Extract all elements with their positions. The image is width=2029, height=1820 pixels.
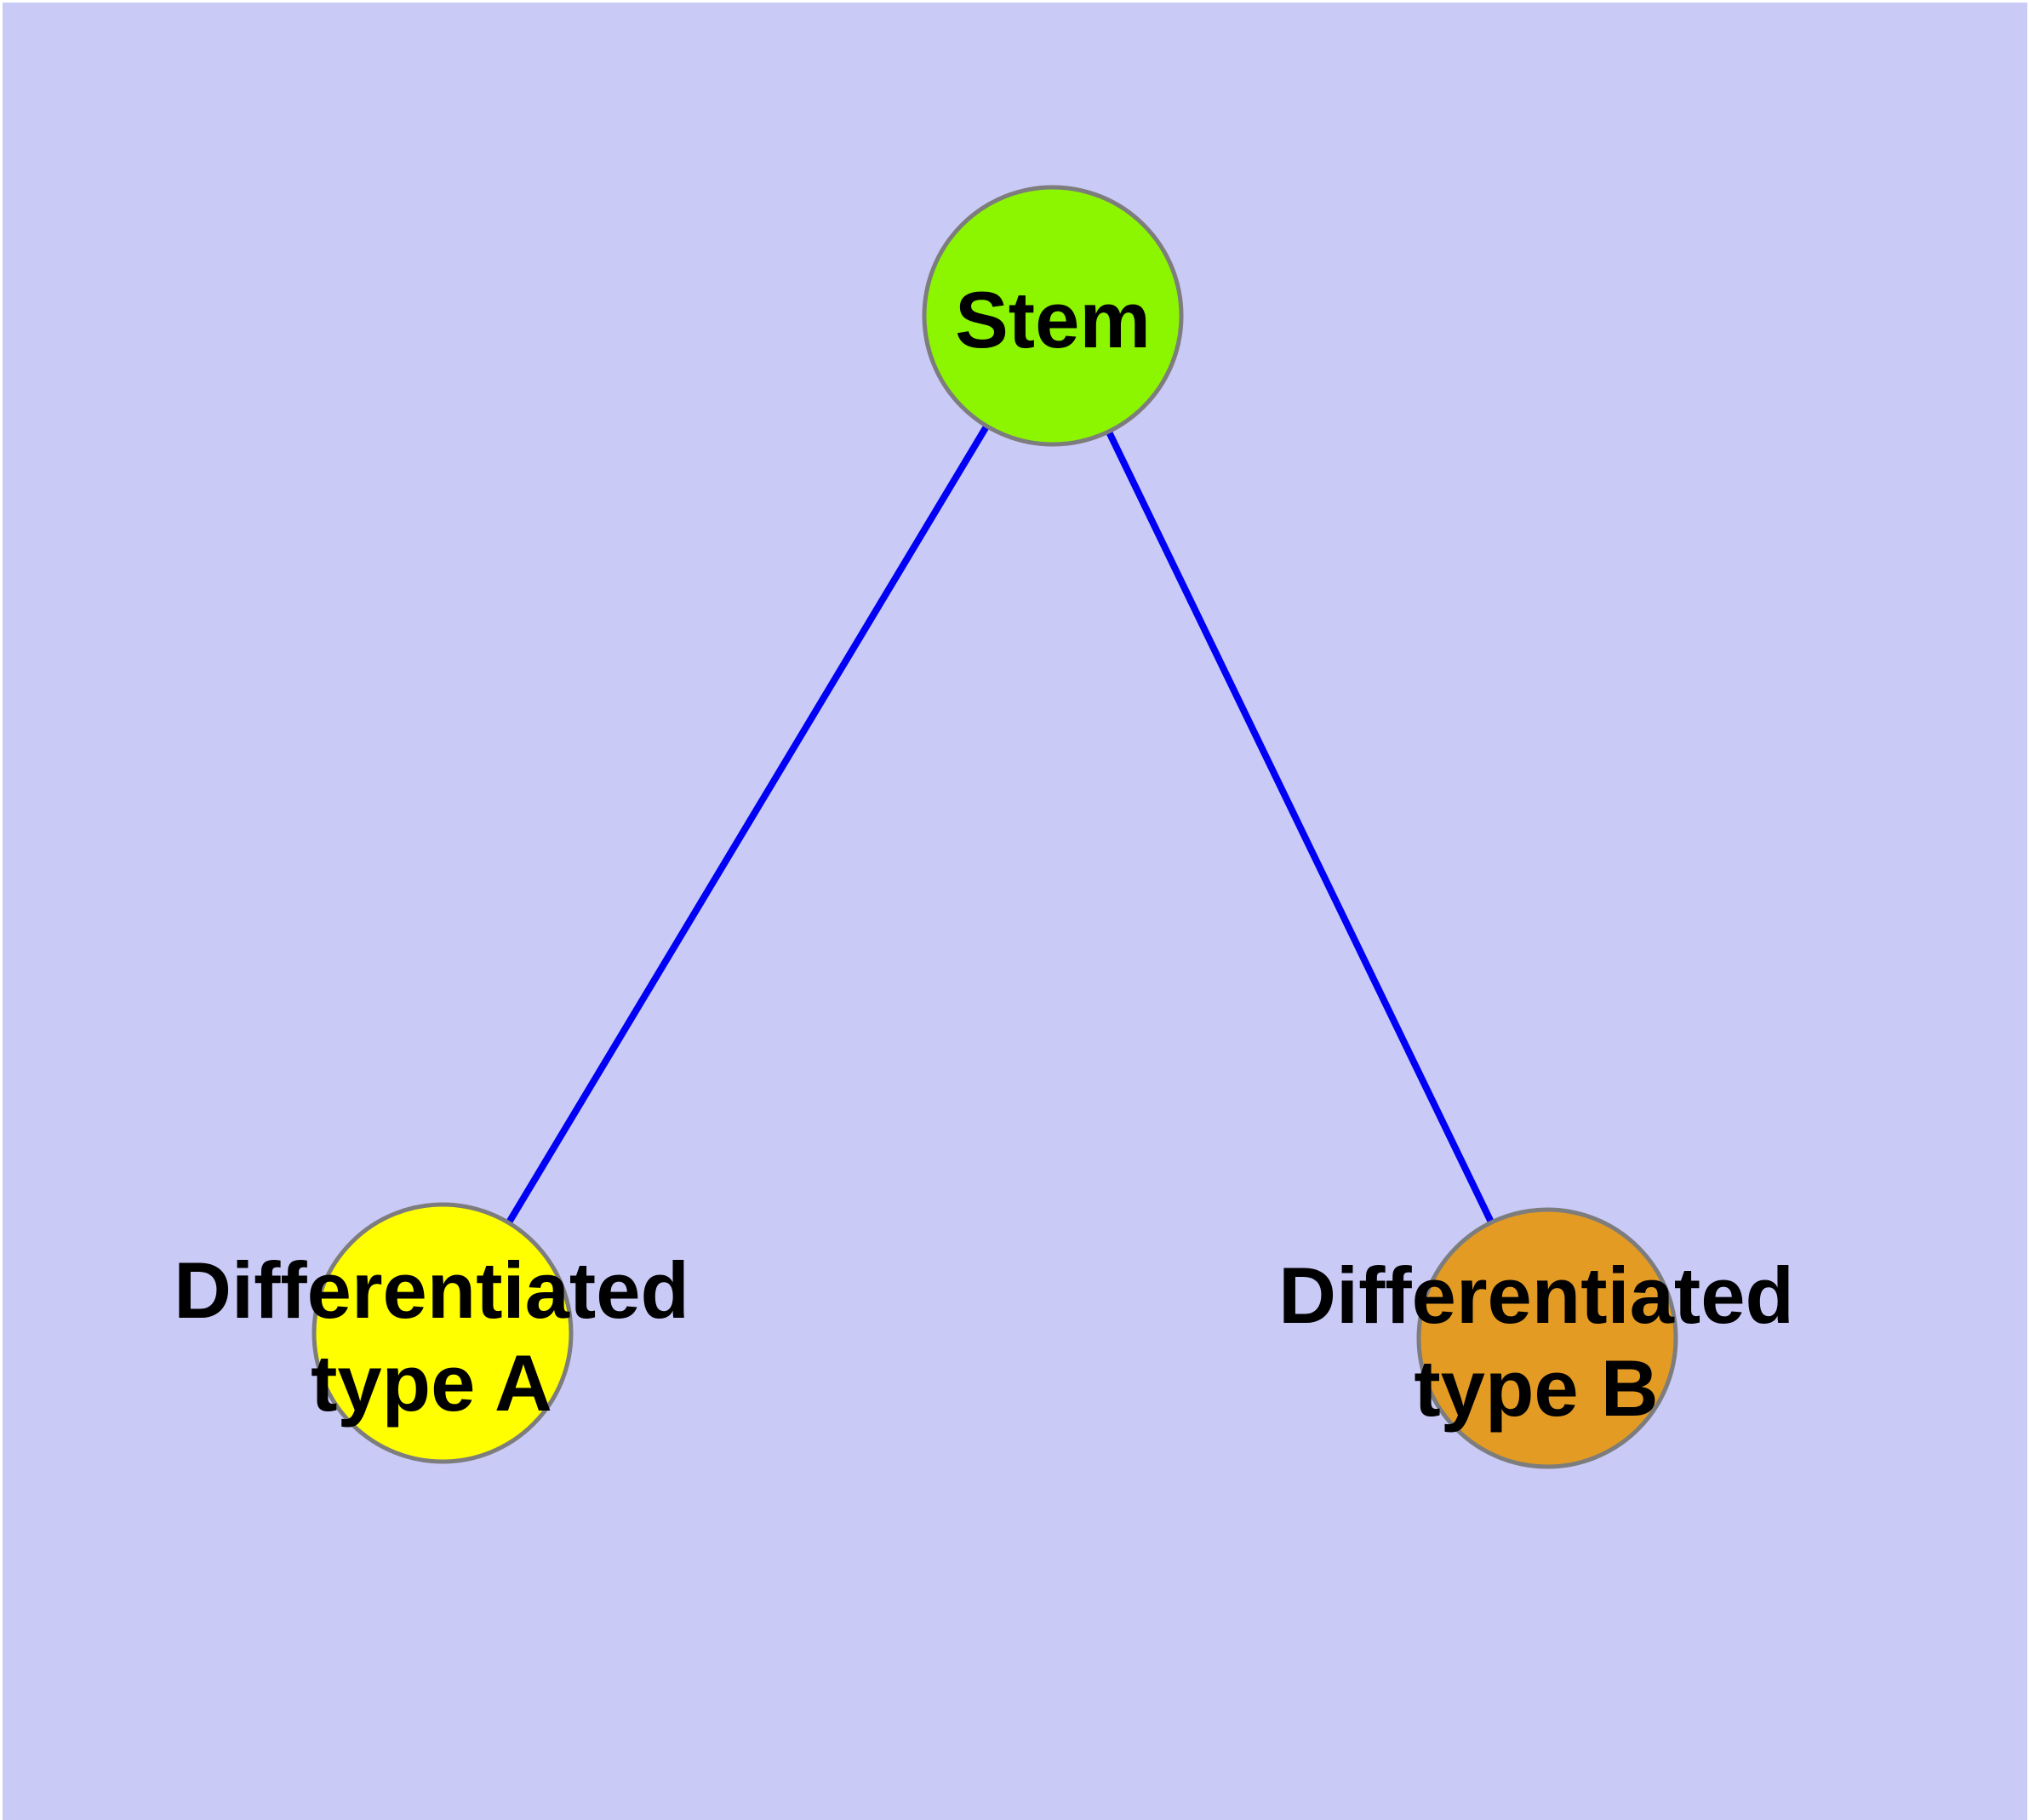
node-type-a-circle [311,1202,574,1464]
node-type-b-label-line1: Differentiated [1278,1251,1794,1340]
node-stem-circle [922,185,1184,447]
node-type-b-circle [1416,1207,1678,1469]
edge-stem-to-type-a [439,313,1056,1336]
node-stem-label: Stem [955,275,1151,364]
node-type-b-label-line2: type B [1414,1343,1658,1433]
edge-stem-to-type-b [1049,314,1551,1340]
node-type-a-label-line1: Differentiated [174,1245,689,1335]
node-type-a-label-line2: type A [311,1338,552,1428]
